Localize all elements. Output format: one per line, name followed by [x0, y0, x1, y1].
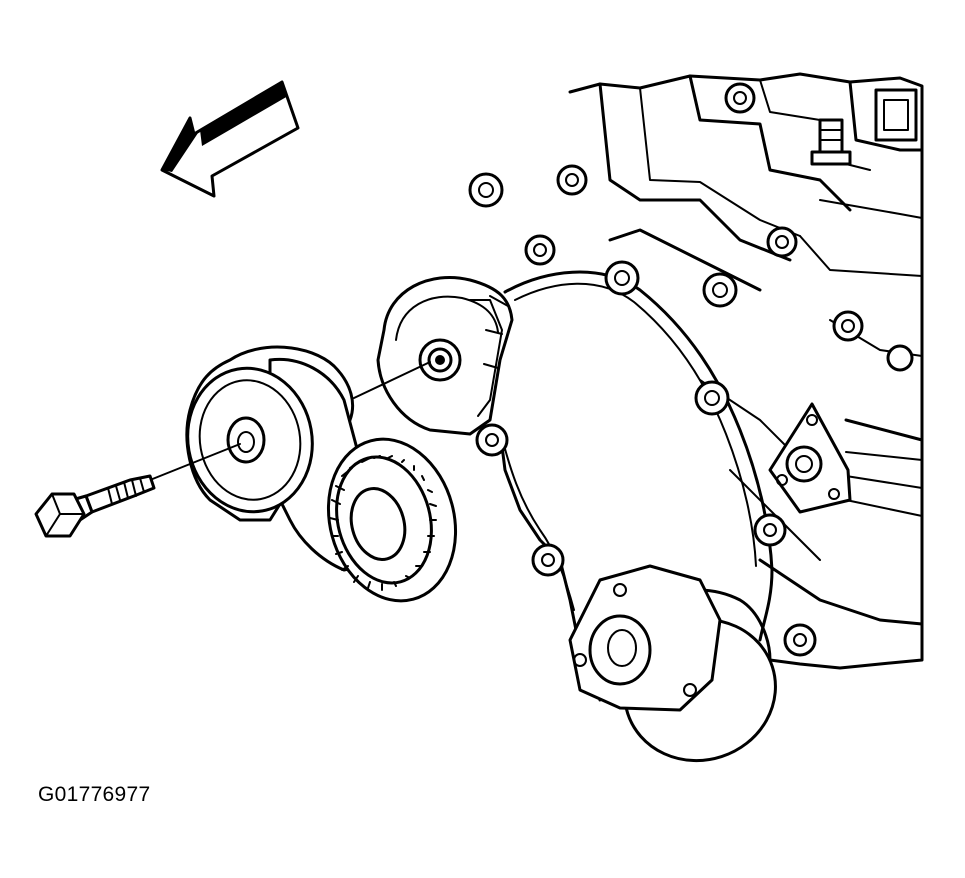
bolt-head-icon: [604, 260, 640, 296]
direction-arrow-icon: [160, 80, 300, 198]
cover-bolts: [468, 82, 914, 657]
bolt-head-icon: [766, 226, 798, 258]
bolt-head-icon: [556, 164, 588, 196]
drive-belt-tensioner: [185, 345, 458, 603]
crankshaft-balancer-housing: [568, 564, 777, 763]
bolt-head-icon: [753, 513, 787, 547]
tensioner-bolt: [34, 474, 156, 538]
bolt-head-icon: [832, 310, 864, 342]
bolt-head-icon: [531, 543, 565, 577]
pulley-ribs: [329, 455, 437, 591]
bolt-head-icon: [475, 423, 509, 457]
hex-bolt-head-icon: [34, 492, 86, 538]
alignment-lines: [139, 361, 431, 485]
triangular-mount-plate: [768, 402, 852, 514]
tensioner-mounting-bracket: [376, 275, 514, 436]
figure-id-label: G01776977: [38, 783, 151, 806]
bolt-head-icon: [702, 272, 738, 308]
bolt-head-icon: [468, 172, 504, 208]
bolt-head-icon: [724, 82, 756, 114]
bolt-head-icon: [886, 344, 914, 372]
bolt-head-icon: [694, 380, 730, 416]
bolt-head-icon: [524, 234, 556, 266]
bolt-head-icon: [783, 623, 817, 657]
